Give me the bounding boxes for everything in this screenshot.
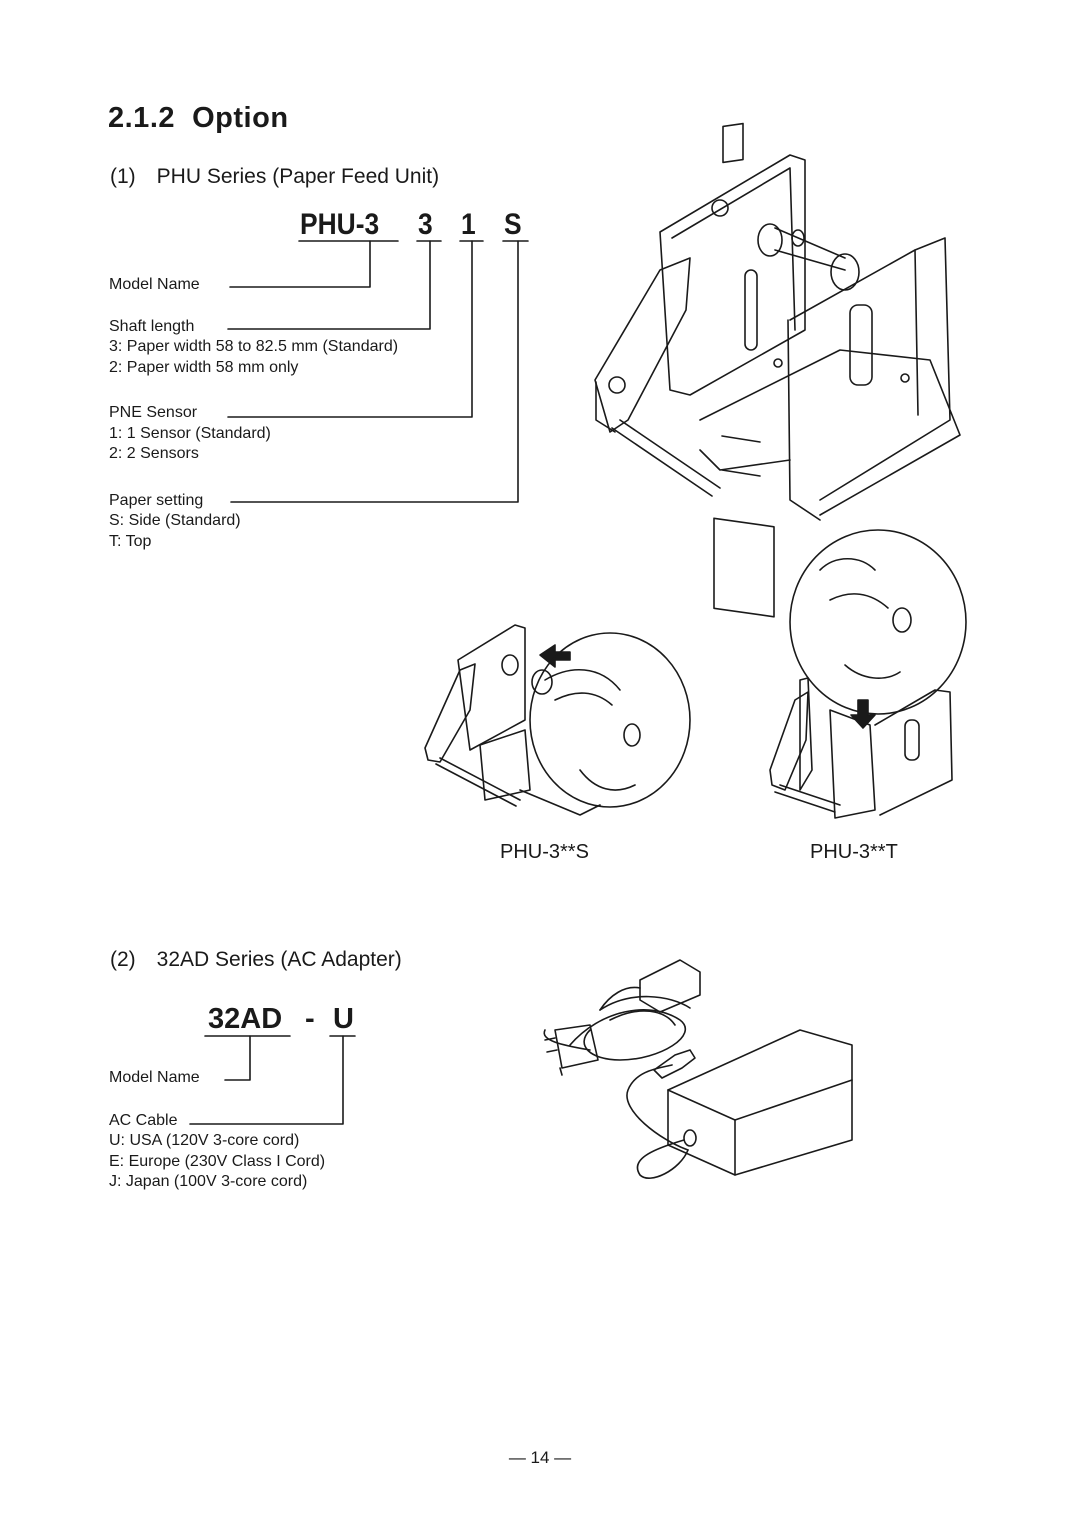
ac-cable-label: AC Cable <box>109 1112 178 1129</box>
phu-code-base: PHU-3 <box>300 208 380 241</box>
phu-top-drawing <box>769 529 967 819</box>
pne-sensor-option: 2: 2 Sensors <box>109 445 199 462</box>
ac-adapter-drawing <box>543 959 853 1179</box>
paper-setting-label: Paper setting <box>109 492 204 509</box>
section-number: 2.1.2 <box>108 102 175 134</box>
caption-phu-side: PHU-3**S <box>500 841 589 863</box>
phu-side-drawing <box>424 624 691 816</box>
caption-phu-top: PHU-3**T <box>810 841 898 863</box>
phu-code-shaft: 3 <box>418 208 433 241</box>
adapter-code-dash: - <box>305 1003 315 1035</box>
paper-setting-option: T: Top <box>109 533 152 550</box>
shaft-length-option: 3: Paper width 58 to 82.5 mm (Standard) <box>109 338 399 355</box>
phu-model-name-label: Model Name <box>109 276 200 293</box>
adapter-model-name-label: Model Name <box>109 1069 200 1086</box>
adapter-code-base: 32AD <box>208 1003 283 1035</box>
ac-cable-option: U: USA (120V 3-core cord) <box>109 1132 300 1149</box>
ac-cable-option: E: Europe (230V Class I Cord) <box>109 1153 326 1170</box>
adapter-code-cable: U <box>333 1003 354 1035</box>
ac-cable-option: J: Japan (100V 3-core cord) <box>109 1173 308 1190</box>
pne-sensor-label: PNE Sensor <box>109 404 198 421</box>
page-number: — 14 — <box>508 1448 572 1467</box>
pne-sensor-option: 1: 1 Sensor (Standard) <box>109 425 271 442</box>
adapter-series-heading: (2) 32AD Series (AC Adapter) <box>110 948 402 971</box>
adapter-leader-lines <box>189 1035 356 1125</box>
shaft-length-option: 2: Paper width 58 mm only <box>109 359 299 376</box>
phu-code-sensor: 1 <box>461 208 476 241</box>
shaft-length-label: Shaft length <box>109 318 195 335</box>
section-title: 2.1.2 Option <box>108 102 289 135</box>
phu-series-heading: (1) PHU Series (Paper Feed Unit) <box>110 165 440 188</box>
phu-leader-lines <box>227 240 519 503</box>
section-heading: Option <box>192 102 289 134</box>
phu-unit-drawing <box>594 122 961 618</box>
phu-code-setting: S <box>504 208 522 241</box>
paper-setting-option: S: Side (Standard) <box>109 512 241 529</box>
